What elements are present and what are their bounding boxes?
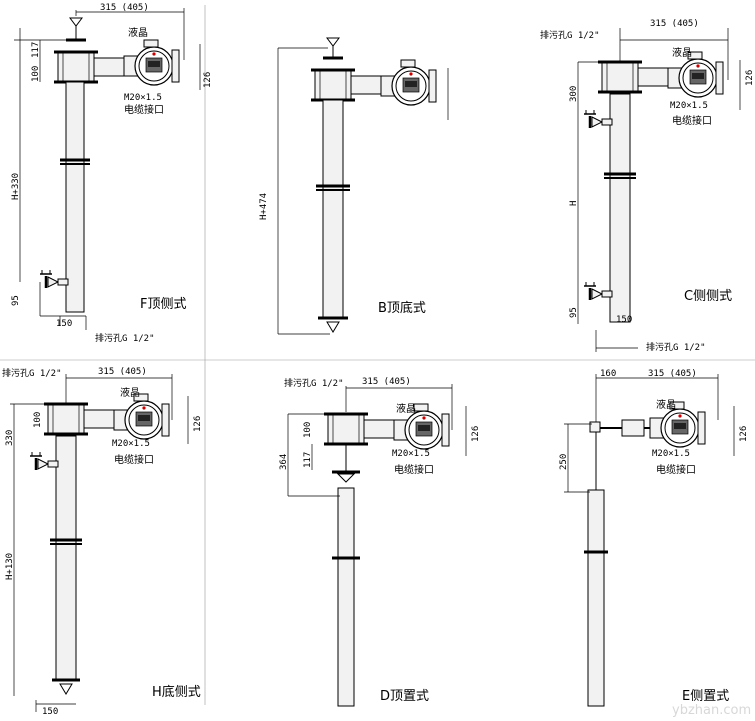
d-dim-315: 315 (405) <box>362 377 411 387</box>
f-dim-150: 150 <box>56 319 72 329</box>
d-lcd-label: 液晶 <box>396 402 416 415</box>
d-dim-100: 100 <box>303 422 313 438</box>
c-dim-95: 95 <box>569 307 579 318</box>
b-height: H+474 <box>259 193 269 220</box>
c-dim-315: 315 (405) <box>650 19 699 29</box>
f-thread-label: M20×1.5 <box>124 93 162 103</box>
c-dim-126: 126 <box>745 70 755 86</box>
c-lcd-label: 液晶 <box>672 46 692 59</box>
c-dim-150: 150 <box>616 315 632 325</box>
h-thread-label: M20×1.5 <box>112 439 150 449</box>
e-lcd-label: 液晶 <box>656 398 676 411</box>
d-dim-117: 117 <box>303 452 313 468</box>
d-height: 364 <box>279 454 289 470</box>
h-dim-100: 100 <box>33 412 43 428</box>
e-dim-126: 126 <box>739 426 749 442</box>
f-dim-126: 126 <box>203 72 213 88</box>
f-dim-117: 117 <box>31 42 41 58</box>
h-dim-315: 315 (405) <box>98 367 147 377</box>
e-thread-label: M20×1.5 <box>652 449 690 459</box>
f-dim-315: 315 (405) <box>100 3 149 13</box>
d-thread-label: M20×1.5 <box>392 449 430 459</box>
h-dim-330: 330 <box>5 430 15 446</box>
h-lcd-label: 液晶 <box>120 386 140 399</box>
c-caption: C侧侧式 <box>684 289 732 304</box>
e-dim-250: 250 <box>559 454 569 470</box>
f-dim-100: 100 <box>31 66 41 82</box>
c-drain-label: 排污孔G 1/2" <box>646 341 706 353</box>
h-caption: H底侧式 <box>152 684 201 700</box>
f-dim-95: 95 <box>11 295 21 306</box>
h-drain-label: 排污孔G 1/2" <box>2 367 62 379</box>
c-cable-label: 电缆接口 <box>672 114 712 127</box>
b-caption: B顶底式 <box>378 300 426 316</box>
watermark: ybzhan.com <box>672 703 751 718</box>
d-cable-label: 电缆接口 <box>394 463 434 476</box>
variant-b: H+474 B顶底式 <box>259 37 449 335</box>
h-dim-150: 150 <box>42 707 58 717</box>
d-caption: D顶置式 <box>380 689 429 704</box>
variant-f: 315 (405) 117 100 126 H+330 95 150 液晶 M2… <box>11 3 213 344</box>
f-height: H+330 <box>11 173 21 200</box>
variant-d: 315 (405) 排污孔G 1/2" 液晶 M20×1.5 电缆接口 126 … <box>279 377 481 707</box>
d-drain-label: 排污孔G 1/2" <box>284 377 344 389</box>
h-height: H+130 <box>5 553 15 580</box>
f-drain-label: 排污孔G 1/2" <box>95 332 155 344</box>
d-dim-126: 126 <box>471 426 481 442</box>
c-height: H <box>569 201 579 206</box>
c-drain-top: 排污孔G 1/2" <box>540 29 600 41</box>
e-dim-315: 315 (405) <box>648 369 697 379</box>
e-caption: E侧置式 <box>682 689 729 704</box>
e-cable-label: 电缆接口 <box>656 463 696 476</box>
f-cable-label: 电缆接口 <box>124 103 164 116</box>
c-dim-300: 300 <box>569 86 579 102</box>
f-lcd-label: 液晶 <box>128 26 148 39</box>
e-dim-160: 160 <box>600 369 616 379</box>
variant-e: 160 315 (405) 液晶 M20×1.5 电缆接口 126 250 E侧… <box>559 369 749 707</box>
variant-c: 315 (405) 排污孔G 1/2" 液晶 M20×1.5 电缆接口 126 … <box>540 19 755 353</box>
variant-h: 315 (405) 排污孔G 1/2" 液晶 M20×1.5 电缆接口 126 … <box>2 367 203 717</box>
c-thread-label: M20×1.5 <box>670 101 708 111</box>
h-dim-126: 126 <box>193 416 203 432</box>
f-caption: F顶侧式 <box>140 297 186 312</box>
h-cable-label: 电缆接口 <box>114 453 154 466</box>
